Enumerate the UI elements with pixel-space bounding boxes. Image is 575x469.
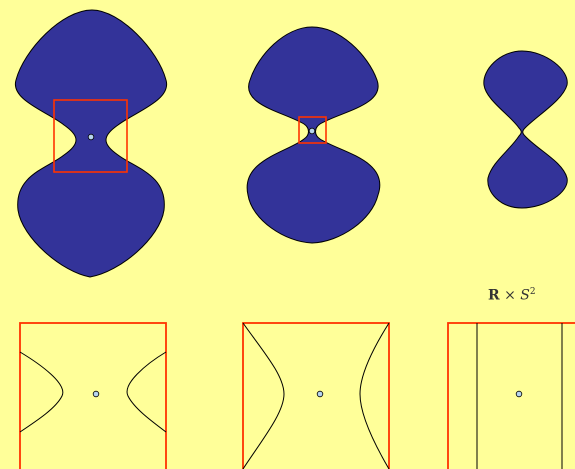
label-dim: 2: [530, 287, 536, 297]
label-R: R: [488, 288, 500, 304]
label-S: S: [520, 288, 530, 304]
center-point-zoom-1: [93, 391, 99, 397]
label-times: ×: [504, 288, 516, 304]
center-point-zoom-2: [317, 391, 323, 397]
cylinder-label: R × S2: [488, 287, 536, 304]
center-point-2: [309, 128, 315, 134]
center-point-zoom-3: [516, 391, 522, 397]
center-point-1: [88, 134, 94, 140]
